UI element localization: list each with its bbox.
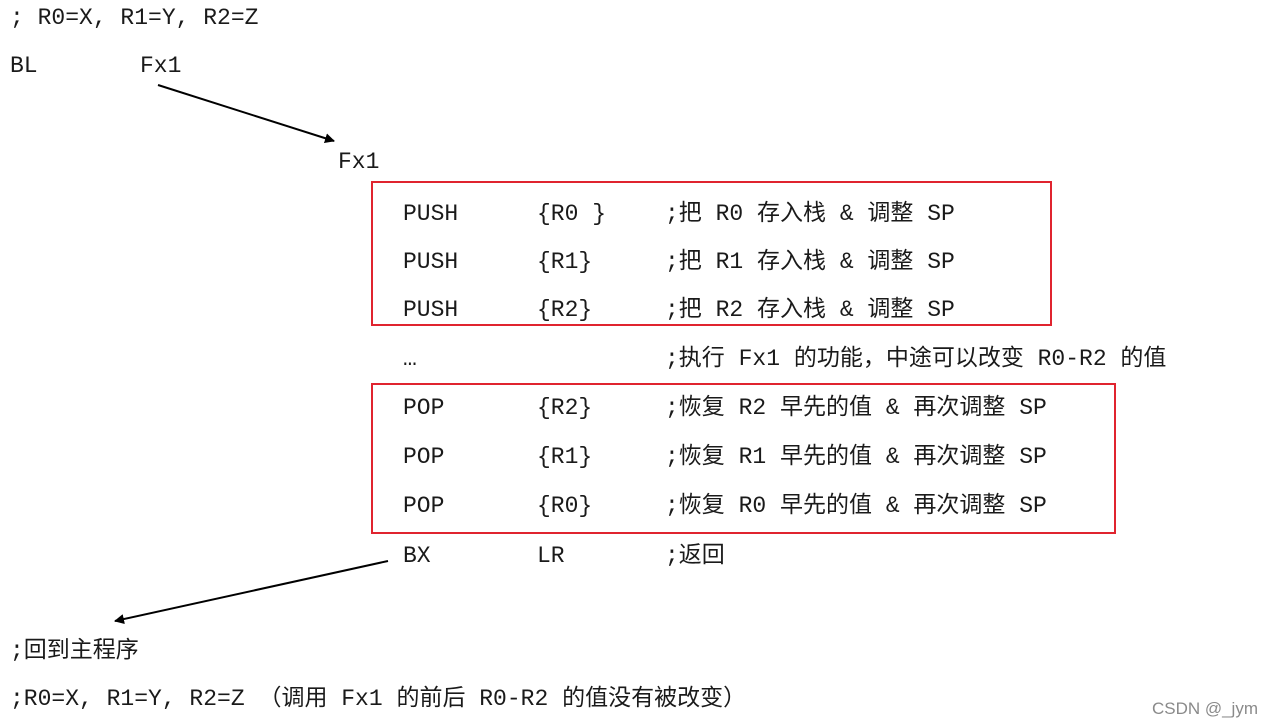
pop-arg: {R0}	[537, 493, 593, 519]
pop-comment: ;恢复 R2 早先的值 & 再次调整 SP	[665, 395, 1047, 421]
push-arg: {R2}	[537, 297, 593, 323]
pop-comment: ;恢复 R0 早先的值 & 再次调整 SP	[665, 493, 1047, 519]
pop-arg: {R2}	[537, 395, 593, 421]
push-arg: {R0 }	[537, 201, 607, 227]
return-arrow	[114, 560, 389, 624]
call-mnemonic: BL	[10, 53, 38, 79]
call-arrow	[157, 84, 335, 144]
pop-block-highlight	[371, 383, 1116, 534]
push-block-highlight	[371, 181, 1052, 326]
register-comment: ; R0=X, R1=Y, R2=Z	[10, 5, 259, 31]
watermark: CSDN @_jym	[1151, 699, 1258, 718]
push-arg: {R1}	[537, 249, 593, 275]
body-comment: ;执行 Fx1 的功能，中途可以改变 R0-R2 的值	[665, 346, 1167, 372]
summary-comment: ;R0=X, R1=Y, R2=Z （调用 Fx1 的前后 R0-R2 的值没有…	[10, 686, 747, 712]
function-label: Fx1	[338, 149, 380, 175]
push-comment: ;把 R1 存入栈 & 调整 SP	[665, 249, 955, 275]
push-op: PUSH	[403, 201, 459, 227]
return-comment: ;返回	[665, 543, 725, 569]
push-op: PUSH	[403, 249, 459, 275]
pop-op: POP	[403, 493, 445, 519]
return-to-main-comment: ;回到主程序	[10, 638, 139, 664]
pop-arg: {R1}	[537, 444, 593, 470]
pop-op: POP	[403, 444, 445, 470]
body-ellipsis: …	[403, 346, 417, 372]
return-op: BX	[403, 543, 431, 569]
pop-comment: ;恢复 R1 早先的值 & 再次调整 SP	[665, 444, 1047, 470]
return-arg: LR	[537, 543, 565, 569]
push-comment: ;把 R2 存入栈 & 调整 SP	[665, 297, 955, 323]
push-op: PUSH	[403, 297, 459, 323]
pop-op: POP	[403, 395, 445, 421]
call-target: Fx1	[140, 53, 182, 79]
push-comment: ;把 R0 存入栈 & 调整 SP	[665, 201, 955, 227]
